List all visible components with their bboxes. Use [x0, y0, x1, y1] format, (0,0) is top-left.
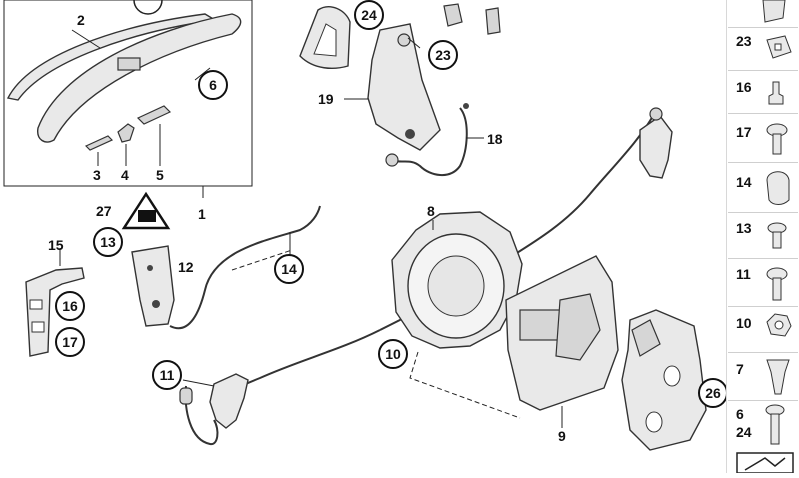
stud-icon — [768, 81, 784, 105]
sidebar-separator — [728, 352, 798, 353]
sidebar-label-7: 7 — [736, 361, 744, 377]
cable-end-lower — [209, 373, 249, 429]
callout-14: 14 — [274, 254, 304, 284]
cable-clip-icon — [766, 171, 790, 205]
clip-4 — [117, 123, 135, 143]
sidebar-separator — [728, 212, 798, 213]
handle-cover-6 — [37, 13, 242, 143]
callout-8: 8 — [427, 203, 435, 219]
nut-icon — [762, 0, 786, 23]
callout-23: 23 — [428, 40, 458, 70]
cable-end-bracket — [639, 115, 673, 179]
sidebar-label-16: 16 — [736, 79, 752, 95]
sidebar-separator — [728, 27, 798, 28]
callout-13: 13 — [93, 227, 123, 257]
sidebar-label-10: 10 — [736, 315, 752, 331]
sidebar-separator — [728, 258, 798, 259]
callout-26: 26 — [698, 378, 728, 408]
expanding-clip-icon — [766, 359, 790, 395]
sidebar-separator — [728, 113, 798, 114]
clip-top-a — [443, 3, 463, 27]
sidebar-label-6: 6 — [736, 406, 744, 422]
callout-17: 17 — [55, 327, 85, 357]
pad-3 — [84, 135, 114, 151]
callout-27: 27 — [96, 203, 112, 219]
cable-lower-loop — [184, 385, 219, 446]
lock-motor — [519, 309, 561, 341]
sidebar-label-17: 17 — [736, 124, 752, 140]
callout-9: 9 — [558, 428, 566, 444]
parts-sidebar — [726, 0, 799, 474]
sidebar-label-13: 13 — [736, 220, 752, 236]
callout-5: 5 — [156, 167, 164, 183]
callout-1: 1 — [198, 206, 206, 222]
sidebar-separator — [728, 70, 798, 71]
pad-5 — [136, 105, 172, 125]
callout-10: 10 — [378, 339, 408, 369]
bowden-cable-14 — [169, 205, 321, 330]
handle-switch — [117, 57, 141, 71]
callout-12: 12 — [178, 259, 194, 275]
hinge-bracket-19 — [367, 23, 441, 151]
callout-4: 4 — [121, 167, 129, 183]
bracket-15 — [25, 267, 85, 357]
sidebar-label-24: 24 — [736, 424, 752, 440]
clip-top-b — [485, 7, 501, 35]
callout-15: 15 — [48, 237, 64, 253]
handle-assembly-box — [3, 0, 253, 187]
sidebar-label-14: 14 — [736, 174, 752, 190]
callout-16: 16 — [55, 291, 85, 321]
callout-3: 3 — [93, 167, 101, 183]
sidebar-icons — [736, 0, 794, 474]
handle-top-ring — [133, 0, 163, 15]
wiring-harness-18 — [389, 107, 468, 176]
latch-12 — [131, 245, 175, 327]
sidebar-separator — [728, 400, 798, 401]
sidebar-separator — [728, 162, 798, 163]
callout-18: 18 — [487, 131, 503, 147]
callout-19: 19 — [318, 91, 334, 107]
sidebar-separator — [728, 306, 798, 307]
callout-24: 24 — [354, 0, 384, 30]
callout-6: 6 — [198, 70, 228, 100]
callout-2: 2 — [77, 12, 85, 28]
callout-11: 11 — [152, 360, 182, 390]
sidebar-label-11: 11 — [736, 266, 751, 282]
sidebar-label-23: 23 — [736, 33, 752, 49]
